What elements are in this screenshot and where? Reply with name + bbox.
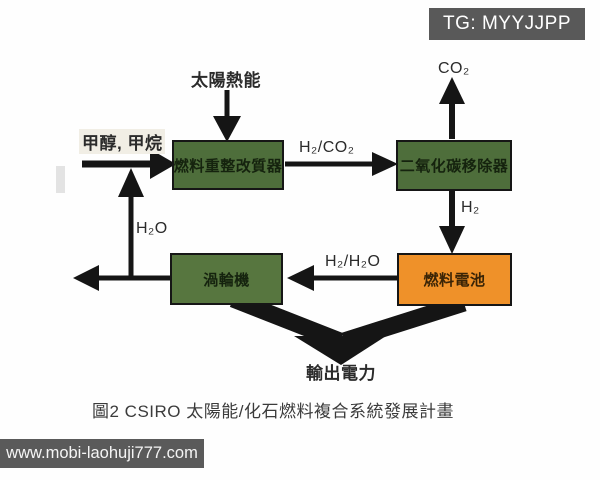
figure-caption: 圖2 CSIRO 太陽能/化石燃料複合系統發展計畫 [92, 402, 454, 421]
node-co2-remover: 二氧化碳移除器 [396, 140, 512, 191]
watermark-badge: TG: MYYJJPP [429, 8, 585, 40]
node-fuel-reformer: 燃料重整改質器 [172, 140, 284, 190]
node-fuel-cell: 燃料電池 [397, 253, 512, 306]
scan-artifact [56, 166, 65, 193]
label-output-power: 輸出電力 [306, 364, 376, 383]
label-h2-h2o: H₂/H₂O [325, 253, 381, 270]
label-methanol-methane: 甲醇, 甲烷 [79, 129, 166, 154]
label-h2-co2: H₂/CO₂ [299, 139, 355, 156]
arrow-group [73, 77, 467, 365]
solar-arrow [213, 90, 241, 142]
footer-url-bar: www.mobi-laohuji777.com [0, 439, 204, 468]
label-h2o: H₂O [136, 220, 168, 237]
co2-arrow [439, 77, 465, 139]
label-co2: CO₂ [438, 60, 470, 77]
output-power-arrow [229, 291, 467, 365]
label-h2: H₂ [461, 199, 480, 216]
exhaust-left-arrow [73, 265, 172, 291]
node-turbine: 渦輪機 [170, 253, 283, 305]
label-solar-thermal: 太陽熱能 [191, 71, 261, 90]
